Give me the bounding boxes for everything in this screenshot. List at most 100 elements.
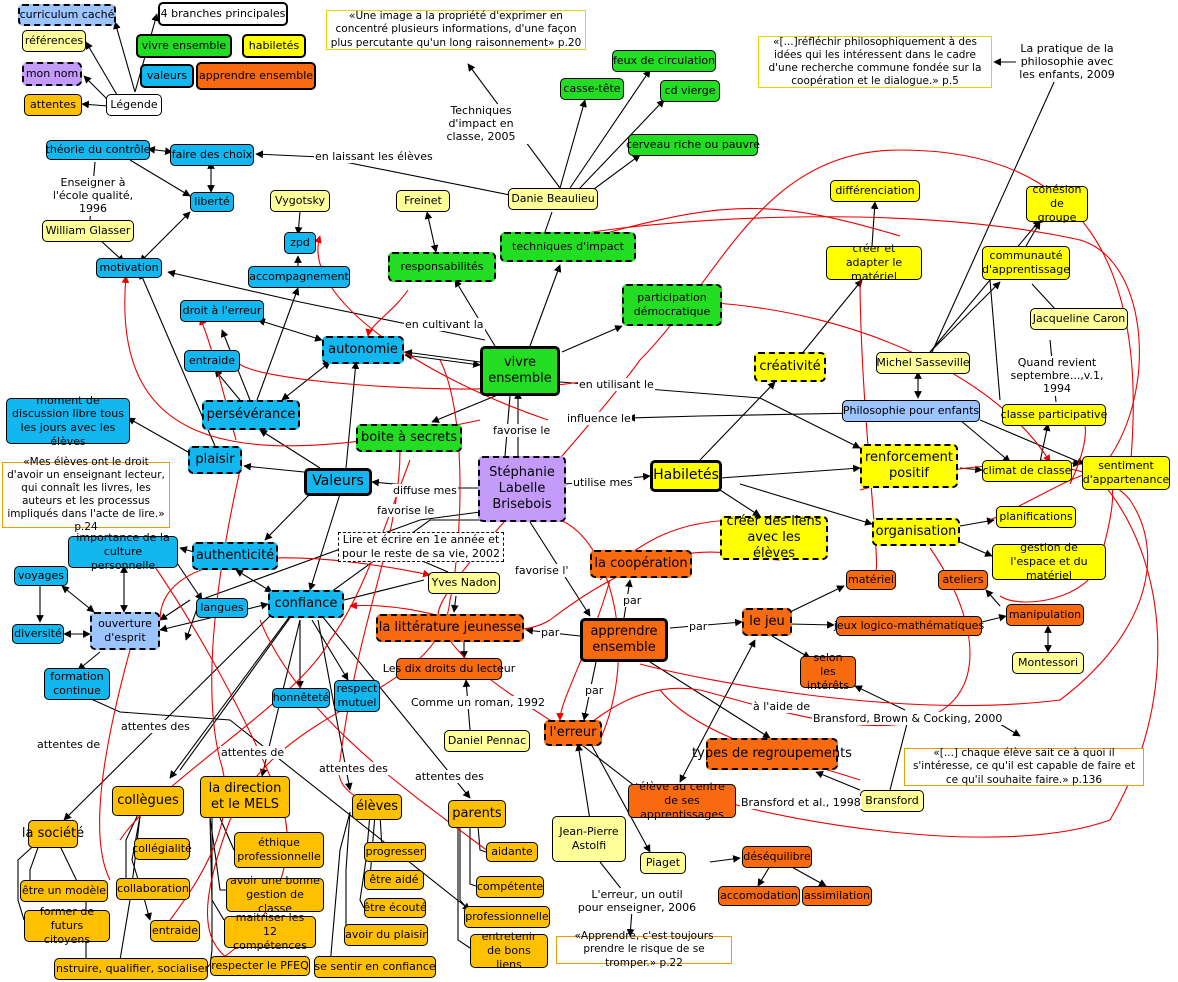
node-formation[interactable]: formation continue (44, 668, 110, 700)
node-stephanie[interactable]: Stéphanie Labelle Brisebois (478, 456, 566, 522)
node-former-citoyens[interactable]: former de futurs citoyens (24, 905, 110, 946)
node-sentir-confiance[interactable]: se sentir en confiance (314, 956, 436, 978)
node-creativite[interactable]: créativité (754, 352, 826, 382)
node-confiance[interactable]: confiance (268, 590, 344, 618)
node-direction[interactable]: la direction et le MELS (200, 776, 290, 818)
node-langues[interactable]: langues (196, 598, 248, 618)
node-gestion-classe[interactable]: avoir une bonne gestion de classe (226, 874, 324, 915)
node-danie-beaulieu[interactable]: Danie Beaulieu (508, 188, 598, 210)
node-manipulation[interactable]: manipulation (1006, 604, 1084, 626)
node-dix-droits[interactable]: Les dix droits du lecteur (383, 658, 515, 680)
node-creer-liens[interactable]: créer des liens avec les élèves (720, 514, 828, 561)
node-apprendre-ensemble[interactable]: apprendre ensemble (580, 618, 668, 662)
node-planifications[interactable]: planifications (996, 506, 1076, 528)
node-entraide[interactable]: entraide (184, 350, 240, 372)
node-creer-adapter[interactable]: créer et adapter le matériel (826, 242, 922, 283)
node-boite-secrets[interactable]: boite à secrets (356, 424, 462, 452)
node-voyages[interactable]: voyages (14, 566, 68, 586)
node-sentiment[interactable]: sentiment d'appartenance (1082, 456, 1170, 490)
node-zpd[interactable]: zpd (284, 232, 316, 254)
node-philo-enfants[interactable]: Philosophie pour enfants (842, 400, 980, 422)
node-droit-erreur[interactable]: droit à l'erreur (180, 300, 264, 322)
node-moment-discussion[interactable]: moment de discussion libre tous les jour… (6, 394, 130, 448)
node-freinet[interactable]: Freinet (396, 190, 450, 212)
node-cohesion[interactable]: cohésion de groupe (1026, 183, 1088, 224)
node-jeux-logico[interactable]: jeux logico-mathématiques (834, 616, 984, 636)
node-erreur[interactable]: l'erreur (544, 720, 602, 746)
node-differenciation[interactable]: différenciation (830, 180, 920, 202)
node-jacqueline-caron[interactable]: Jacqueline Caron (1030, 308, 1128, 330)
node-cooperation[interactable]: la coopération (590, 550, 692, 578)
node-desequilibre[interactable]: déséquilibre (742, 846, 812, 868)
node-vivre-ensemble[interactable]: vivre ensemble (480, 346, 560, 396)
node-le-jeu[interactable]: le jeu (742, 608, 792, 636)
node-diversite[interactable]: diversité (12, 624, 64, 644)
node-aidante[interactable]: aidante (486, 842, 538, 862)
node-bransford[interactable]: Bransford (860, 790, 924, 812)
node-etre-ecoute[interactable]: être écouté (363, 898, 427, 918)
node-feux-circulation[interactable]: feux de circulation (612, 50, 716, 72)
node-montessori[interactable]: Montessori (1012, 652, 1084, 674)
node-daniel-pennac[interactable]: Daniel Pennac (444, 730, 530, 752)
node-communaute[interactable]: communauté d'apprentissage (982, 246, 1070, 280)
node-assimilation[interactable]: assimilation (802, 886, 872, 906)
node-authenticite[interactable]: authenticité (192, 542, 278, 570)
node-william-glasser[interactable]: William Glasser (42, 220, 134, 242)
node-cerveau[interactable]: cerveau riche ou pauvre (626, 134, 760, 156)
node-collaboration[interactable]: collaboration (116, 878, 190, 900)
node-theorie-controle[interactable]: théorie du contrôle (46, 140, 151, 160)
node-respect[interactable]: respect mutuel (334, 680, 380, 712)
node-avoir-plaisir[interactable]: avoir du plaisir (344, 924, 428, 946)
node-valeurs[interactable]: Valeurs (304, 468, 372, 496)
node-accompagnement[interactable]: accompagnement (248, 266, 350, 288)
node-progresser[interactable]: progresser (364, 842, 426, 862)
node-liberte[interactable]: liberté (190, 192, 234, 212)
node-professionnelle[interactable]: professionnelle (464, 906, 550, 928)
node-vygotsky[interactable]: Vygotsky (270, 190, 330, 212)
node-importance-culture[interactable]: importance de la culture personnelle (68, 531, 178, 572)
node-etre-aide[interactable]: être aidé (364, 870, 424, 890)
node-la-societe[interactable]: la société (22, 820, 84, 848)
node-plaisir[interactable]: plaisir (188, 446, 242, 474)
node-faire-choix[interactable]: faire des choix (170, 144, 254, 166)
node-parents[interactable]: parents (448, 800, 506, 828)
node-entretenir[interactable]: entretenir de bons liens (470, 930, 548, 971)
node-selon-interets[interactable]: selon les intérêts (800, 651, 856, 692)
node-entraide-collegues[interactable]: entraide (150, 920, 200, 942)
node-competences[interactable]: maitriser les 12 compétences (224, 911, 316, 952)
node-yves-nadon[interactable]: Yves Nadon (428, 572, 500, 594)
node-classe-participative[interactable]: classe participative (1001, 404, 1107, 426)
node-autonomie[interactable]: autonomie (322, 336, 404, 364)
node-ethique[interactable]: éthique professionnelle (234, 832, 324, 868)
node-materiel[interactable]: matériel (846, 570, 896, 590)
node-ouverture[interactable]: ouverture d'esprit (90, 612, 160, 650)
node-participation[interactable]: participation démocratique (622, 284, 722, 326)
node-cd-vierge[interactable]: cd vierge (660, 80, 720, 102)
node-perseverance[interactable]: persévérance (202, 400, 300, 430)
node-eleves[interactable]: élèves (352, 794, 402, 820)
node-instruire[interactable]: instruire, qualifier, socialiser (53, 958, 209, 980)
node-piaget[interactable]: Piaget (640, 852, 686, 874)
node-techniques-impact[interactable]: techniques d'impact (500, 232, 636, 262)
node-renforcement[interactable]: renforcement positif (860, 444, 958, 488)
node-ateliers[interactable]: ateliers (938, 570, 988, 590)
node-gestion-espace[interactable]: gestion de l'espace et du matériel (992, 541, 1106, 582)
node-collegialite[interactable]: collégialité (132, 838, 192, 860)
node-michel-sasseville[interactable]: Michel Sasseville (876, 352, 970, 374)
node-honnetete[interactable]: honnêteté (272, 688, 330, 708)
node-jean-pierre[interactable]: Jean-Pierre Astolfi (552, 816, 626, 862)
node-organisation[interactable]: organisation (872, 518, 960, 546)
node-pfeq[interactable]: respecter le PFEQ (210, 956, 310, 976)
node-casse-tete[interactable]: casse-tête (560, 78, 624, 100)
node-etre-modele[interactable]: être un modèle (20, 880, 108, 902)
node-responsabilites[interactable]: responsabilités (388, 252, 496, 282)
node-climat-classe[interactable]: climat de classe (982, 460, 1072, 482)
node-types-regroupements[interactable]: types de regroupements (692, 738, 852, 770)
node-habiletes[interactable]: Habiletés (650, 460, 722, 492)
node-accomodation[interactable]: accomodation (718, 886, 800, 906)
node-litterature[interactable]: la littérature jeunesse (376, 614, 524, 642)
node-collegues[interactable]: collègues (112, 786, 184, 816)
node-competente[interactable]: compétente (476, 876, 544, 898)
node-eleve-centre[interactable]: élève au centre de ses apprentissages (628, 780, 736, 821)
node-motivation[interactable]: motivation (96, 258, 162, 278)
